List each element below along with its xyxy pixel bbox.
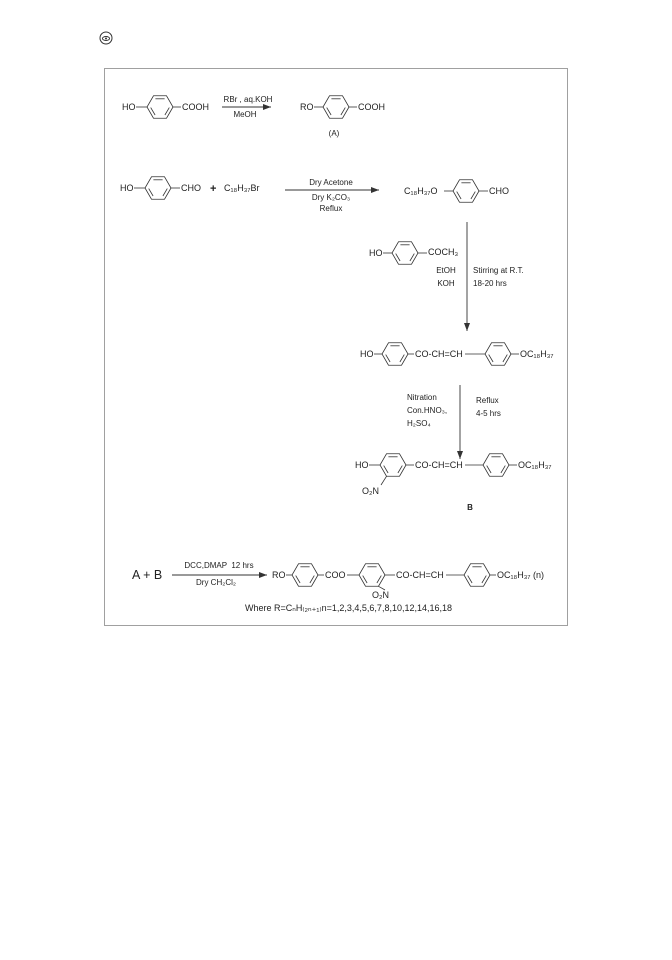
step5-reagent-below: Dry CH₂Cl₂ xyxy=(196,578,236,587)
step1-reagent-above: RBr , aq.KOH xyxy=(224,95,273,104)
step4-reagent-2: Con.HNO₃, xyxy=(407,406,447,415)
step1-reactant-left: HO xyxy=(122,102,136,112)
step2-reactant-left: HO xyxy=(120,183,134,193)
step5-ester-linker: COO xyxy=(325,570,346,580)
step4-product-linker: CO-CH=CH xyxy=(415,460,463,470)
step4-condition-1: Reflux xyxy=(476,396,499,405)
benzene-ring xyxy=(484,342,512,366)
step1-reactant-right: COOH xyxy=(182,102,209,112)
step5-product-right: OC₁₈H₃₇ (n) xyxy=(497,570,544,580)
step4-reaction: Nitration Con.HNO₃, H₂SO₄ Reflux 4-5 hrs… xyxy=(355,385,552,512)
benzene-ring xyxy=(358,563,386,587)
step1-product-right: COOH xyxy=(358,102,385,112)
step4-product-label: B xyxy=(467,503,473,512)
step2-product-left: C₁₈H₃₇O xyxy=(404,186,438,196)
step2-reagent-above: Dry Acetone xyxy=(309,178,353,187)
step3-reactant-left: HO xyxy=(369,248,383,258)
bond xyxy=(380,476,387,486)
step2-product-right: CHO xyxy=(489,186,509,196)
benzene-ring xyxy=(381,342,409,366)
step5-footnote: Where R=CₙH₍₂ₙ₊₁₎n=1,2,3,4,5,6,7,8,10,12… xyxy=(245,603,452,613)
scheme-frame xyxy=(104,68,568,626)
alkyl-halide: C₁₈H₃₇Br xyxy=(224,183,260,193)
step3-product-right: OC₁₈H₃₇ xyxy=(520,349,554,359)
plus-sign: + xyxy=(210,183,216,195)
benzene-ring xyxy=(144,176,172,200)
step5-product-linker: CO-CH=CH xyxy=(396,570,444,580)
step1-product-left: RO xyxy=(300,102,314,112)
step4-condition-2: 4-5 hrs xyxy=(476,409,501,418)
benzene-ring xyxy=(291,563,319,587)
step3-condition-1: Stirring at R.T. xyxy=(473,266,524,275)
step3-reaction: HO COCH₃ EtOH KOH Stirring at R.T. 18-20… xyxy=(360,222,554,366)
step2-reagent-below-2: Reflux xyxy=(320,204,343,213)
benzene-ring xyxy=(463,563,491,587)
step5-reagent-above: DCC,DMAP 12 hrs xyxy=(184,561,253,570)
step3-condition-2: 18-20 hrs xyxy=(473,279,507,288)
step3-product-linker: CO-CH=CH xyxy=(415,349,463,359)
step1-reaction: HO COOH RBr , aq.KOH MeOH RO COOH (A) xyxy=(122,95,385,138)
step5-nitro-group: O₂N xyxy=(372,590,389,600)
step4-reagent-3: H₂SO₄ xyxy=(407,419,431,428)
benzene-ring xyxy=(391,241,419,265)
circle-eye-icon xyxy=(99,31,113,45)
step3-product-left: HO xyxy=(360,349,374,359)
step3-reactant-right: COCH₃ xyxy=(428,247,458,257)
step2-reactant-right: CHO xyxy=(181,183,201,193)
step2-reagent-below-1: Dry K₂CO₃ xyxy=(312,193,350,202)
step3-solvent-2: KOH xyxy=(437,279,455,288)
step5-reaction: A + B DCC,DMAP 12 hrs Dry CH₂Cl₂ RO COO … xyxy=(132,561,544,613)
step1-product-label: (A) xyxy=(329,129,340,138)
step5-reactants: A + B xyxy=(132,568,162,582)
benzene-ring xyxy=(322,95,350,119)
bond xyxy=(378,585,386,591)
benzene-ring xyxy=(452,179,480,203)
benzene-ring xyxy=(379,453,407,477)
step2-reaction: HO CHO + C₁₈H₃₇Br Dry Acetone Dry K₂CO₃ … xyxy=(120,176,509,213)
step5-product-left: RO xyxy=(272,570,286,580)
step1-reagent-below: MeOH xyxy=(233,110,256,119)
step4-reagent-1: Nitration xyxy=(407,393,437,402)
step4-nitro-group: O₂N xyxy=(362,486,379,496)
benzene-ring xyxy=(482,453,510,477)
benzene-ring xyxy=(146,95,174,119)
step4-product-right: OC₁₈H₃₇ xyxy=(518,460,552,470)
step3-solvent-1: EtOH xyxy=(436,266,456,275)
step4-product-left: HO xyxy=(355,460,369,470)
